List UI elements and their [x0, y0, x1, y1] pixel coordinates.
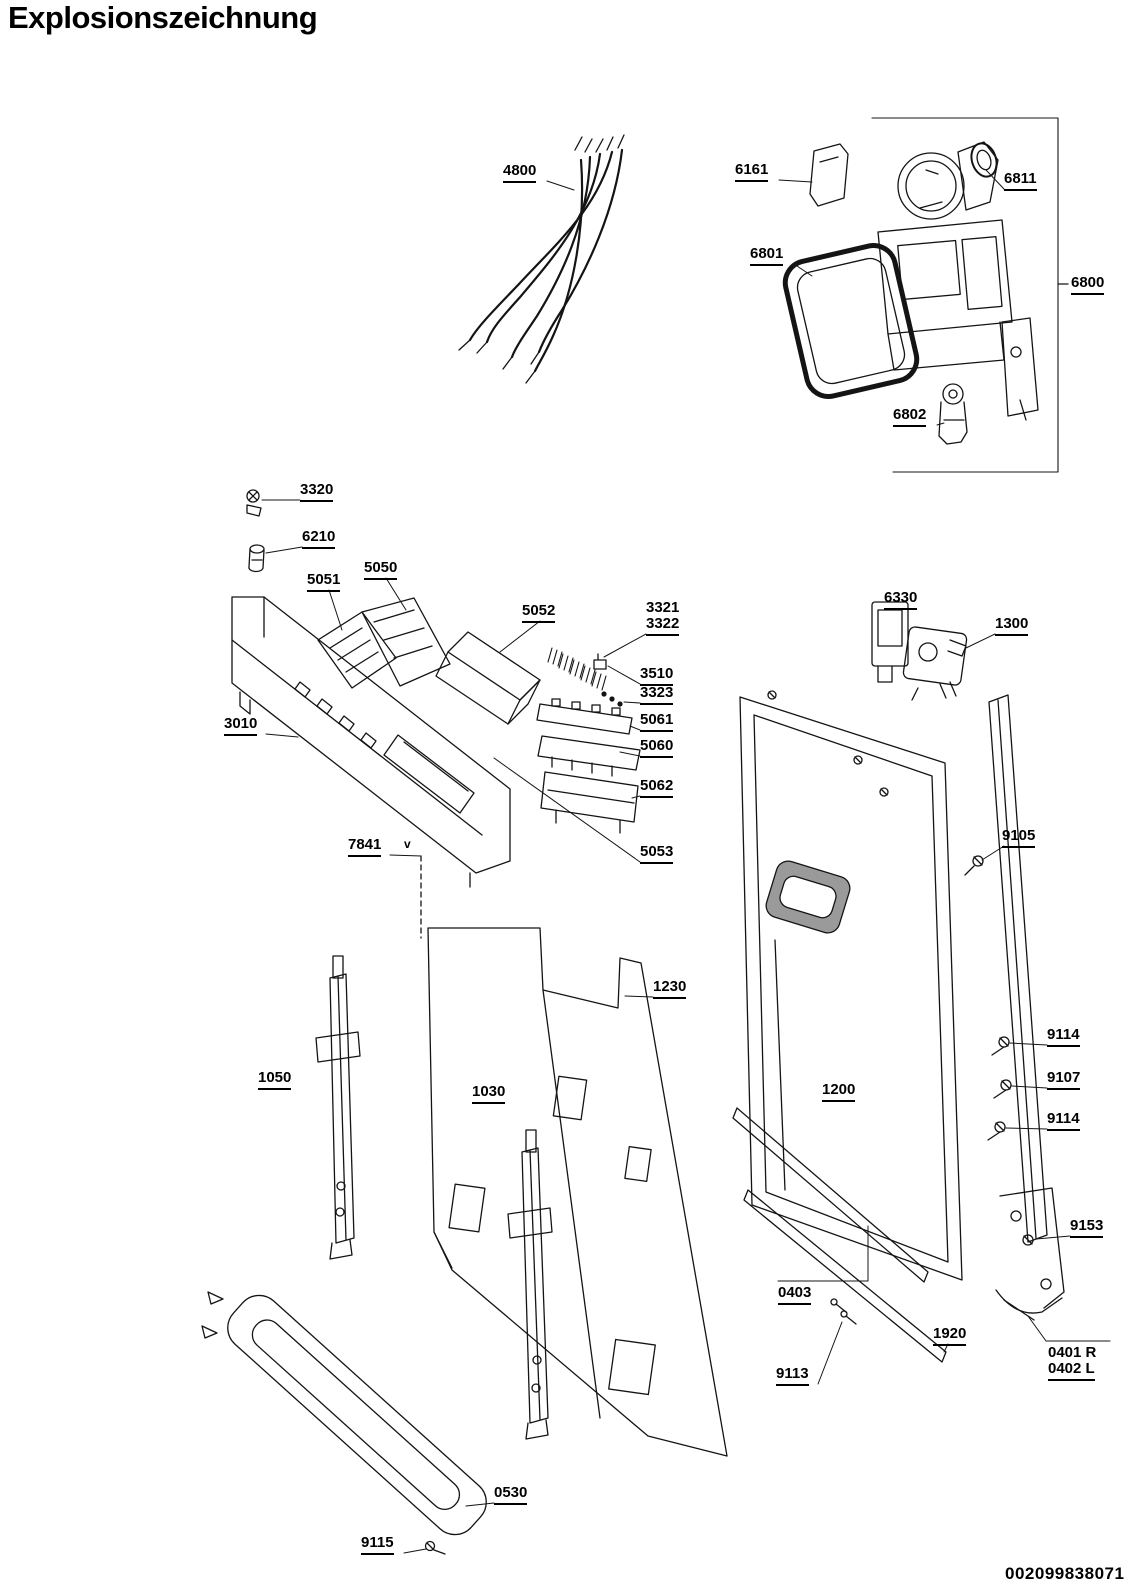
valve-6802: [938, 383, 968, 445]
springs-3321-3322: [547, 647, 607, 691]
part-label-1920: 1920: [933, 1325, 967, 1346]
fasteners-3323: [601, 691, 623, 707]
wire-harness-drawing: [458, 134, 625, 384]
bracket-plate-6161: [809, 143, 849, 207]
part-label-1050: 1050: [258, 1069, 292, 1090]
part-label-1200: 1200: [822, 1081, 856, 1102]
part-label-0530: 0530: [494, 1484, 528, 1505]
part-label-6800: 6800: [1071, 274, 1105, 295]
screw-9107: [993, 1079, 1012, 1099]
part-label-0401-r: 0401 R: [1048, 1344, 1097, 1361]
board-5060: [537, 735, 641, 777]
part-label-6330: 6330: [884, 589, 918, 610]
module-5050: [361, 597, 451, 687]
hinge-rail-left: [315, 955, 361, 1260]
door-seal-6801: [782, 243, 920, 399]
control-panel-drawing: [231, 596, 511, 888]
part-label-9113: 9113: [776, 1365, 809, 1386]
trim-strip-0403: [732, 1107, 929, 1283]
screw-3320: [246, 489, 262, 517]
part-label-6801: 6801: [750, 245, 784, 266]
part-label-9153: 9153: [1070, 1217, 1104, 1238]
leader-lines: [261, 169, 1111, 1554]
document-number: 002099838071: [1005, 1564, 1125, 1583]
part-label-3322: 3322: [646, 615, 680, 636]
screw-9105: [964, 855, 984, 876]
front-panel-drawing: [427, 927, 728, 1457]
screws-9113: [830, 1298, 857, 1325]
screw-9115: [424, 1540, 446, 1555]
screw-9153: [1022, 1234, 1034, 1246]
gasket-ring-6811: [970, 142, 998, 178]
part-label-9107: 9107: [1047, 1069, 1081, 1090]
kick-panel-drawing: [201, 1291, 487, 1536]
clip-3510: [593, 653, 607, 670]
module-5051: [317, 611, 397, 689]
right-hinge-rail-drawing: [988, 694, 1065, 1321]
cover-6330: [871, 601, 909, 683]
grommet-6210: [248, 544, 265, 573]
part-label-9105: 9105: [1002, 827, 1036, 848]
panel-screws: [767, 690, 889, 797]
part-label-3010: 3010: [224, 715, 258, 736]
part-label-6161: 6161: [735, 161, 769, 182]
screw-9114-bottom: [987, 1121, 1006, 1141]
module-5052: [435, 631, 541, 725]
part-label-5050: 5050: [364, 559, 398, 580]
part-label-6811: 6811: [1004, 170, 1037, 191]
part-label-3323: 3323: [640, 684, 674, 705]
screw-9114-top: [991, 1036, 1010, 1056]
bracket-5062: [540, 771, 639, 834]
inner-door-panel-drawing: [739, 690, 963, 1281]
door-handle-recess: [765, 860, 851, 934]
page-title: Explosionszeichnung: [8, 0, 318, 35]
part-label-9114-2: 9114: [1047, 1110, 1080, 1131]
part-label-6210: 6210: [302, 528, 336, 549]
part-label-9115: 9115: [361, 1534, 394, 1555]
part-label-5051: 5051: [307, 571, 341, 592]
part-label-1230: 1230: [653, 978, 687, 999]
part-label-6802: 6802: [893, 406, 927, 427]
part-label-3320: 3320: [300, 481, 334, 502]
part-label-5062: 5062: [640, 777, 674, 798]
part-label-0403: 0403: [778, 1284, 812, 1305]
part-label-9114: 9114: [1047, 1026, 1080, 1047]
trim-strip-1920: [743, 1189, 947, 1363]
part-label-5052: 5052: [522, 602, 556, 623]
part-label-3321: 3321: [646, 599, 680, 616]
hinge-rail-center: [507, 1129, 553, 1440]
board-5061: [536, 698, 633, 735]
part-label-1030: 1030: [472, 1083, 506, 1104]
door-latch-1300: [902, 626, 968, 701]
part-label-0402-l: 0402 L: [1048, 1360, 1095, 1381]
part-label-3510: 3510: [640, 665, 674, 686]
dispenser-assembly-drawing: [782, 117, 1069, 473]
part-label-v: v: [404, 837, 411, 851]
part-label-5060: 5060: [640, 737, 674, 758]
part-label-7841: 7841: [348, 836, 382, 857]
part-label-5053: 5053: [640, 843, 674, 864]
assembly-bracket-6800: [871, 117, 1059, 473]
part-label-4800: 4800: [503, 162, 537, 183]
part-label-5061: 5061: [640, 711, 674, 732]
part-label-1300: 1300: [995, 615, 1029, 636]
